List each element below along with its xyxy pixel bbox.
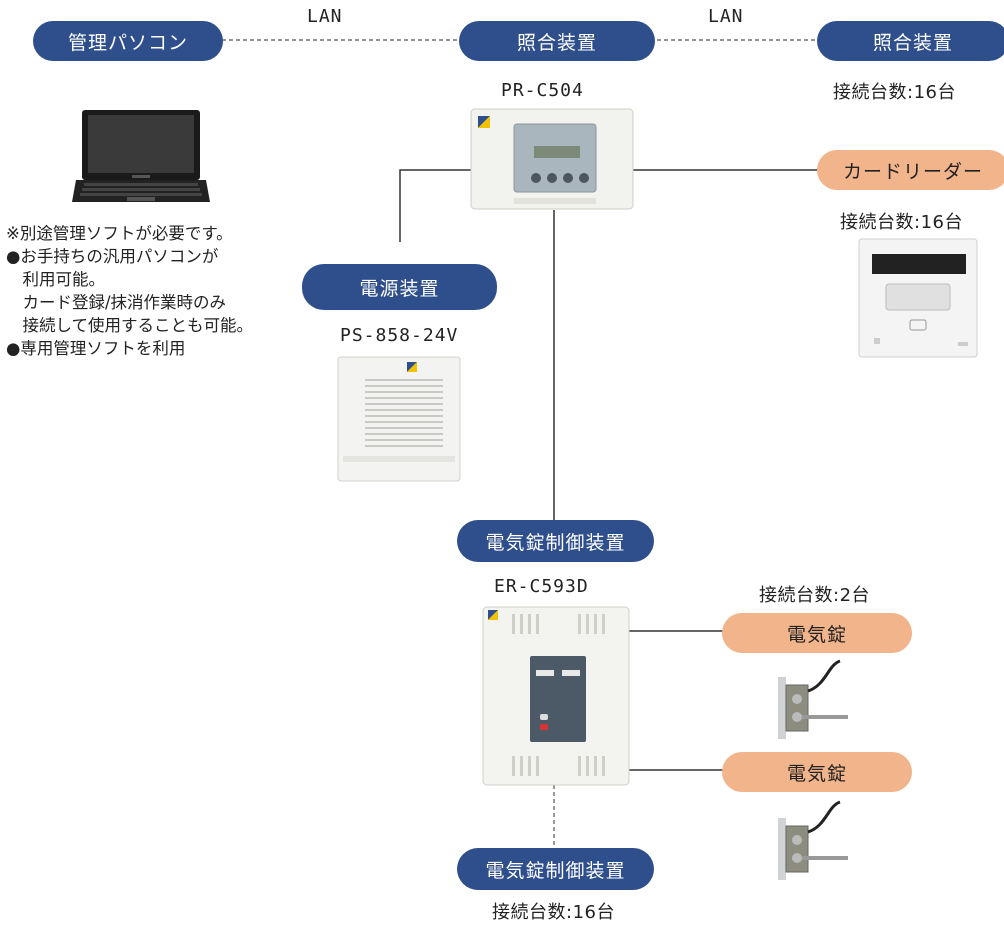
card-reader-image [858, 238, 978, 358]
pc-notes: ※別途管理ソフトが必要です。 ●お手持ちの汎用パソコンが 利用可能。 カード登録… [6, 222, 253, 360]
node-controller-peer: 照合装置 [817, 21, 1004, 61]
count-card-readers: 接続台数:16台 [840, 212, 963, 233]
lock-controller-image [482, 606, 630, 786]
power-unit-image [337, 356, 461, 482]
link-controller-power [399, 169, 472, 242]
model-power-unit: PS-858-24V [340, 325, 459, 346]
pc-note-line: カード登録/抹消作業時のみ [6, 293, 227, 312]
pc-note-line: ●専用管理ソフトを利用 [6, 339, 186, 358]
electric-lock-2-image [778, 800, 848, 880]
node-card-reader: カードリーダー [817, 150, 1004, 190]
count-lock-controller-chain: 接続台数:16台 [492, 902, 615, 923]
node-lock-controller-sub: 電気錠制御装置 [457, 848, 654, 890]
model-lock-controller: ER-C593D [494, 576, 589, 597]
lan-label-left: LAN [307, 6, 343, 27]
controller-device-image [470, 108, 634, 210]
count-peer-controllers: 接続台数:16台 [833, 82, 956, 103]
pc-note-line: ※別途管理ソフトが必要です。 [6, 224, 233, 243]
pc-note-line: ●お手持ちの汎用パソコンが [6, 247, 219, 266]
pc-note-line: 利用可能。 [6, 270, 106, 289]
pc-note-line: 接続して使用することも可能。 [6, 316, 254, 335]
node-power-unit: 電源装置 [302, 264, 497, 310]
model-controller: PR-C504 [501, 80, 584, 101]
node-lock-controller-main: 電気錠制御装置 [457, 520, 654, 562]
node-electric-lock-2: 電気錠 [722, 752, 912, 792]
node-management-pc: 管理パソコン [33, 21, 223, 61]
lan-label-right: LAN [708, 6, 744, 27]
node-controller-main: 照合装置 [459, 21, 655, 61]
count-locks: 接続台数:2台 [759, 585, 871, 606]
laptop-image [72, 110, 210, 202]
node-electric-lock-1: 電気錠 [722, 613, 912, 653]
electric-lock-1-image [778, 659, 848, 739]
